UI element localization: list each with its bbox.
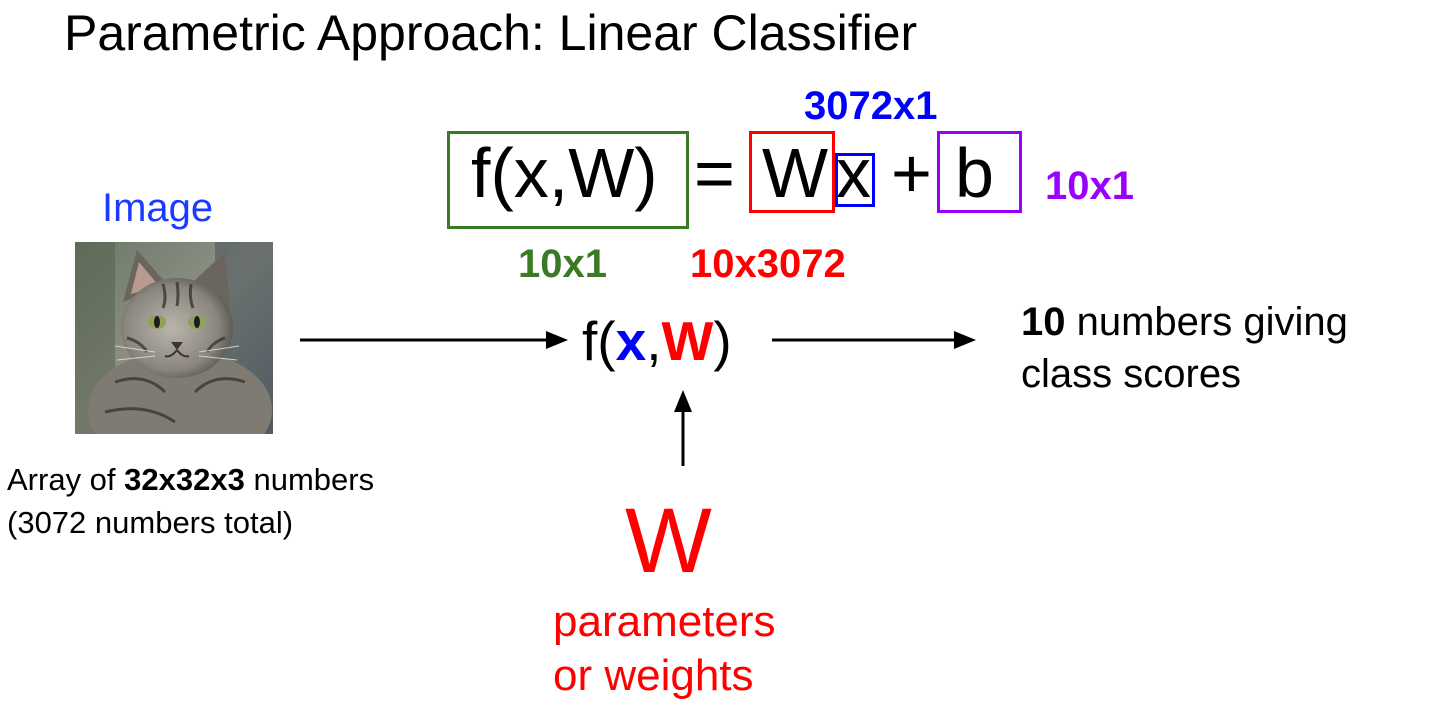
weights-line-1: parameters	[553, 597, 776, 646]
equation-weight: W	[762, 134, 829, 212]
array-description: Array of 32x32x3 numbers (3072 numbers t…	[7, 458, 374, 545]
func-open: f(	[582, 310, 616, 372]
output-line1-rest: numbers giving	[1065, 300, 1348, 344]
x-box	[835, 153, 875, 207]
output-description: 10 numbers giving class scores	[1021, 296, 1348, 400]
equation-input: x	[836, 134, 871, 212]
func-close: )	[713, 310, 732, 372]
output-line-1: 10 numbers giving	[1021, 296, 1348, 348]
func-x: x	[615, 310, 647, 372]
array-prefix: Array of	[7, 462, 125, 497]
dim-b-label: 10x1	[1045, 164, 1134, 208]
b-box	[937, 131, 1022, 213]
image-label: Image	[102, 186, 214, 230]
array-suffix: numbers	[244, 462, 375, 497]
weights-symbol: W	[625, 490, 712, 592]
cat-image	[75, 242, 273, 434]
equation-plus: +	[891, 134, 932, 212]
arrow-input-head	[546, 331, 568, 349]
output-count: 10	[1021, 300, 1066, 344]
array-line-2: (3072 numbers total)	[7, 505, 294, 541]
array-dims: 32x32x3	[124, 462, 245, 497]
func-comma: ,	[646, 310, 662, 372]
dim-w-label: 10x3072	[690, 242, 846, 286]
w-box	[749, 131, 835, 213]
func-w: W	[661, 310, 714, 372]
arrow-weights-head	[674, 390, 692, 412]
equation-lhs: f(x,W)	[471, 134, 658, 212]
weights-line-2: or weights	[553, 650, 754, 700]
weights-description: parameters or weights	[553, 595, 776, 702]
dim-x-label: 3072x1	[804, 84, 938, 128]
array-line-1: Array of 32x32x3 numbers	[7, 458, 374, 501]
slide-title: Parametric Approach: Linear Classifier	[64, 5, 918, 61]
dim-f-label: 10x1	[518, 242, 607, 286]
function-node: f(x,W)	[582, 314, 732, 369]
f-box	[447, 131, 689, 229]
output-line-2: class scores	[1021, 352, 1242, 396]
arrow-output-head	[954, 331, 976, 349]
equation-bias: b	[955, 134, 994, 212]
equation-equals: =	[694, 134, 735, 212]
